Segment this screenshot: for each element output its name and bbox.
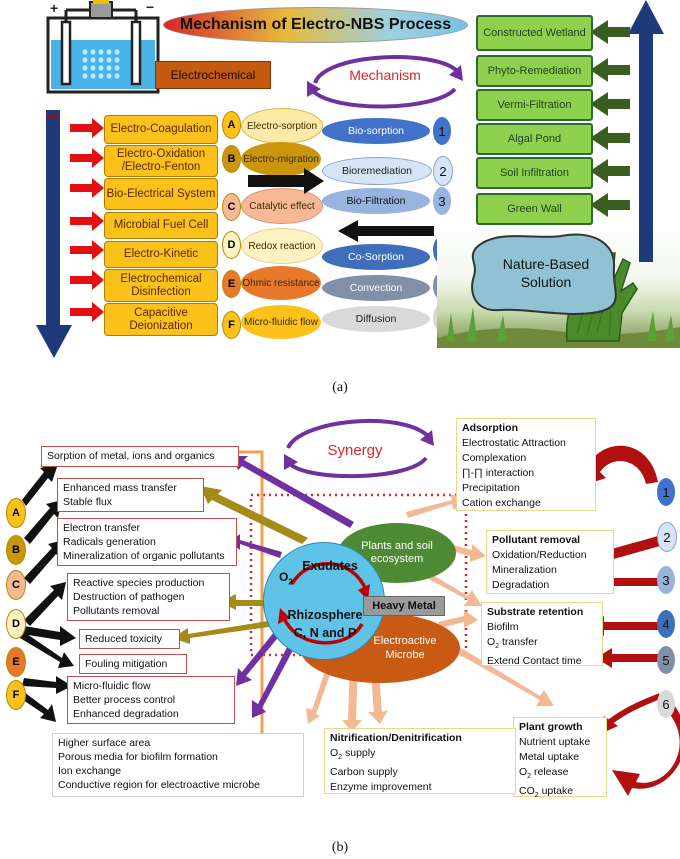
panel-a: + − Mechanism of Electro-NBS Process Ele… [0, 0, 680, 395]
nbs-blob [471, 233, 617, 315]
green-arrows [590, 20, 630, 217]
left-black-arrow [338, 220, 434, 242]
substrate-retention-box: Substrate retention Biofilm O2 transfer … [481, 602, 603, 667]
caption-b: (b) [331, 840, 349, 855]
svg-text:+: + [50, 0, 58, 16]
svg-text:−: − [146, 0, 154, 15]
mechanism-letter-e: E [222, 270, 241, 298]
nbs-process-1: Constructed Wetland [476, 15, 593, 51]
number-5: 5 [657, 646, 675, 674]
electrochemical-label: Electrochemical [155, 61, 271, 89]
number-4: 4 [657, 610, 675, 638]
bio-number-1: 1 [433, 117, 451, 145]
left-box-7: Micro-fluidic flow Better process contro… [67, 676, 235, 724]
nbs-label: Nature-Based Solution [502, 256, 590, 290]
mechanism-letter-d: D [222, 231, 241, 259]
letter-a: A [6, 498, 26, 528]
nbs-process-3: Vermi-Filtration [476, 89, 593, 121]
number-1: 1 [657, 478, 675, 506]
electro-mechanism-d: Redox reaction [241, 228, 323, 264]
number-3: 3 [657, 566, 675, 594]
plant-growth-box: Plant growth Nutrient uptake Metal uptak… [513, 717, 607, 799]
electro-mechanism-a: Electro-sorption [241, 108, 323, 144]
nbs-process-5: Soil Infiltration [476, 157, 593, 189]
rhizosphere-label: Rhizosphere [287, 608, 363, 622]
left-box-4: Reactive species production Destruction … [67, 573, 230, 621]
mechanism-cycle-icon [307, 55, 463, 109]
nbs-process-2: Phyto-Remediation [476, 55, 593, 87]
caption-a: (a) [332, 380, 348, 395]
exudates-label: Exudates [302, 559, 358, 573]
panel-a-title: Mechanism of Electro-NBS Process [163, 7, 468, 43]
o2-label: O2 [279, 570, 293, 587]
letter-f: F [6, 680, 26, 710]
electro-mechanism-b: Electro-migration [241, 142, 321, 176]
letter-d: D [6, 609, 26, 639]
electro-process-2: Electro-Oxidation /Electro-Fenton [104, 145, 218, 177]
left-box-1: Sorption of metal, ions and organics [41, 446, 239, 467]
bio-mechanism-2: Bioremediation [322, 157, 432, 185]
letter-c: C [6, 570, 26, 600]
bio-mechanism-5: Convection [322, 275, 430, 301]
nbs-process-6: Green Wall [476, 193, 593, 225]
nbs-process-4: Algal Pond [476, 123, 593, 155]
left-box-5: Reduced toxicity [79, 629, 180, 649]
electro-process-4: Microbial Fuel Cell [104, 212, 218, 239]
left-box-8: Higher surface area Porous media for bio… [52, 733, 304, 797]
electro-process-5: Electro-Kinetic [104, 241, 218, 268]
adsorption-box: Adsorption Electrostatic Attraction Comp… [456, 418, 596, 511]
bio-mechanism-6: Diffusion [322, 306, 430, 332]
number-2: 2 [657, 522, 677, 552]
mechanism-letter-b: B [222, 145, 241, 173]
letter-b: B [6, 535, 26, 565]
bio-mechanism-1: Bio-sorption [322, 118, 430, 144]
electro-mechanism-c: Catalytic effect [241, 188, 323, 224]
number-6: 6 [657, 690, 675, 718]
mechanism-letter-c: C [222, 193, 241, 221]
electro-mechanism-e: Ohmic resistance [241, 266, 321, 300]
mechanism-label: Mechanism [349, 67, 421, 83]
mechanism-letter-a: A [222, 111, 241, 139]
bio-number-3: 3 [433, 187, 451, 215]
right-up-arrow [628, 0, 664, 262]
rhizosphere-cycle-icon [278, 561, 370, 645]
right-black-arrow [248, 168, 324, 194]
electro-process-1: Electro-Coagulation [104, 115, 218, 144]
red-arrows [70, 118, 104, 322]
left-down-arrow [36, 110, 72, 358]
panel-a-title-text: Mechanism of Electro-NBS Process [179, 16, 452, 33]
pollutant-removal-box: Pollutant removal Oxidation/Reduction Mi… [486, 530, 614, 594]
electro-process-3: Bio-Electrical System [104, 178, 218, 210]
letter-e: E [6, 647, 26, 677]
bio-mechanism-4: Co-Sorption [322, 244, 430, 270]
bio-number-2: 2 [433, 156, 453, 186]
mechanism-letter-f: F [222, 311, 241, 339]
left-box-3: Electron transfer Radicals generation Mi… [57, 518, 237, 566]
electro-mechanism-f: Micro-fluidic flow [241, 305, 321, 339]
left-box-6: Fouling mitigation [79, 654, 187, 674]
electro-process-7: Capacitive Deionization [104, 303, 218, 336]
bio-mechanism-3: Bio-Filtration [322, 188, 430, 214]
panel-b: A B C D E F Sorption of metal, ions and … [0, 410, 680, 859]
synergy-label: Synergy [327, 442, 383, 459]
heavy-metal-box: Heavy Metal [363, 596, 445, 616]
nitrification-box: Nitrification/Denitrification O2 supply … [324, 728, 516, 794]
electro-process-6: Electrochemical Disinfection [104, 269, 218, 302]
left-box-2: Enhanced mass transfer Stable flux [57, 478, 204, 512]
cnp-label: C, N and P [293, 626, 357, 640]
electrochemical-cell-icon: + − [46, 0, 160, 94]
